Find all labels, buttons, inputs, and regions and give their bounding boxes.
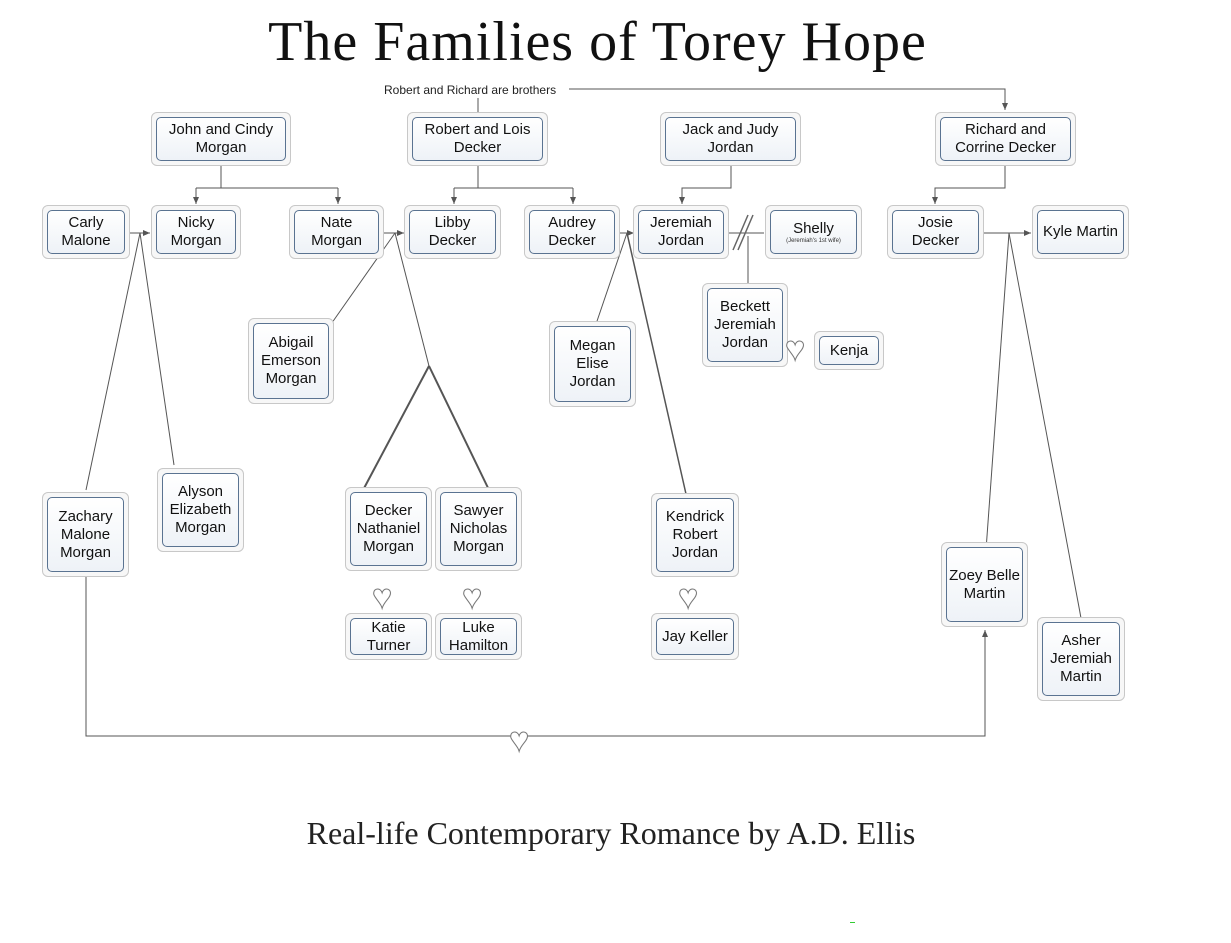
node-zoey-belle-martin[interactable]: Zoey Belle Martin (941, 542, 1028, 627)
link-robert-lois-children (454, 164, 573, 189)
node-megan-elise-jordan[interactable]: Megan Elise Jordan (549, 321, 636, 407)
node-beckett-jeremiah-jordan[interactable]: Beckett Jeremiah Jordan (702, 283, 788, 367)
link-zoey (985, 232, 1010, 551)
link-abigail (328, 232, 396, 328)
heart-icon: ♥ (677, 578, 699, 616)
link-alyson (139, 232, 175, 466)
shelly-name: Shelly (793, 219, 834, 237)
link-asher (1008, 232, 1082, 619)
node-jack-judy-jordan[interactable]: Jack and Judy Jordan (660, 112, 801, 166)
node-nate-morgan[interactable]: Nate Morgan (289, 205, 384, 259)
node-alyson-elizabeth-morgan[interactable]: Alyson Elizabeth Morgan (157, 468, 244, 552)
node-abigail-emerson-morgan[interactable]: Abigail Emerson Morgan (248, 318, 334, 404)
node-decker-nathaniel-morgan[interactable]: Decker Nathaniel Morgan (345, 487, 432, 571)
node-carly-malone[interactable]: Carly Malone (42, 205, 130, 259)
node-richard-corrine-decker[interactable]: Richard and Corrine Decker (935, 112, 1076, 166)
node-robert-lois-decker[interactable]: Robert and Lois Decker (407, 112, 548, 166)
link-twins-trunk (394, 232, 430, 367)
diagram-title: The Families of Torey Hope (268, 11, 927, 73)
node-josie-decker[interactable]: Josie Decker (887, 205, 984, 259)
diagram-subtitle: Real-life Contemporary Romance by A.D. E… (306, 815, 916, 851)
heart-icon: ♥ (371, 578, 393, 616)
link-sawyer (428, 365, 491, 493)
node-asher-jeremiah-martin[interactable]: Asher Jeremiah Martin (1037, 617, 1125, 701)
link-kendrick (626, 232, 687, 495)
divorce-mark (732, 214, 754, 251)
node-kyle-martin[interactable]: Kyle Martin (1032, 205, 1129, 259)
stray-mark (850, 922, 855, 923)
node-kenja[interactable]: Kenja (814, 331, 884, 370)
node-jeremiah-jordan[interactable]: Jeremiah Jordan (633, 205, 729, 259)
node-john-cindy-morgan[interactable]: John and Cindy Morgan (151, 112, 291, 166)
link-richard-corrine-child (932, 164, 1006, 204)
link-zachary (85, 232, 141, 491)
heart-icon: ♥ (508, 721, 530, 759)
node-jay-keller[interactable]: Jay Keller (651, 613, 739, 660)
link-zachary-zoey (85, 576, 988, 737)
brothers-connector-right (569, 88, 1008, 110)
heart-icon: ♥ (461, 578, 483, 616)
node-shelly[interactable]: Shelly (Jeremiah's 1st wife) (765, 205, 862, 259)
brothers-note: Robert and Richard are brothers (383, 83, 558, 97)
node-audrey-decker[interactable]: Audrey Decker (524, 205, 620, 259)
link-megan (594, 232, 628, 328)
node-sawyer-nicholas-morgan[interactable]: Sawyer Nicholas Morgan (435, 487, 522, 571)
link-john-cindy-children (196, 164, 338, 189)
node-kendrick-robert-jordan[interactable]: Kendrick Robert Jordan (651, 493, 739, 577)
heart-icon: ♥ (784, 330, 806, 368)
link-jack-judy-child (679, 164, 732, 204)
node-zachary-malone-morgan[interactable]: Zachary Malone Morgan (42, 492, 129, 577)
node-luke-hamilton[interactable]: Luke Hamilton (435, 613, 522, 660)
node-katie-turner[interactable]: Katie Turner (345, 613, 432, 660)
node-libby-decker[interactable]: Libby Decker (404, 205, 501, 259)
node-nicky-morgan[interactable]: Nicky Morgan (151, 205, 241, 259)
link-decker-n (361, 365, 430, 493)
shelly-note: (Jeremiah's 1st wife) (786, 237, 841, 244)
